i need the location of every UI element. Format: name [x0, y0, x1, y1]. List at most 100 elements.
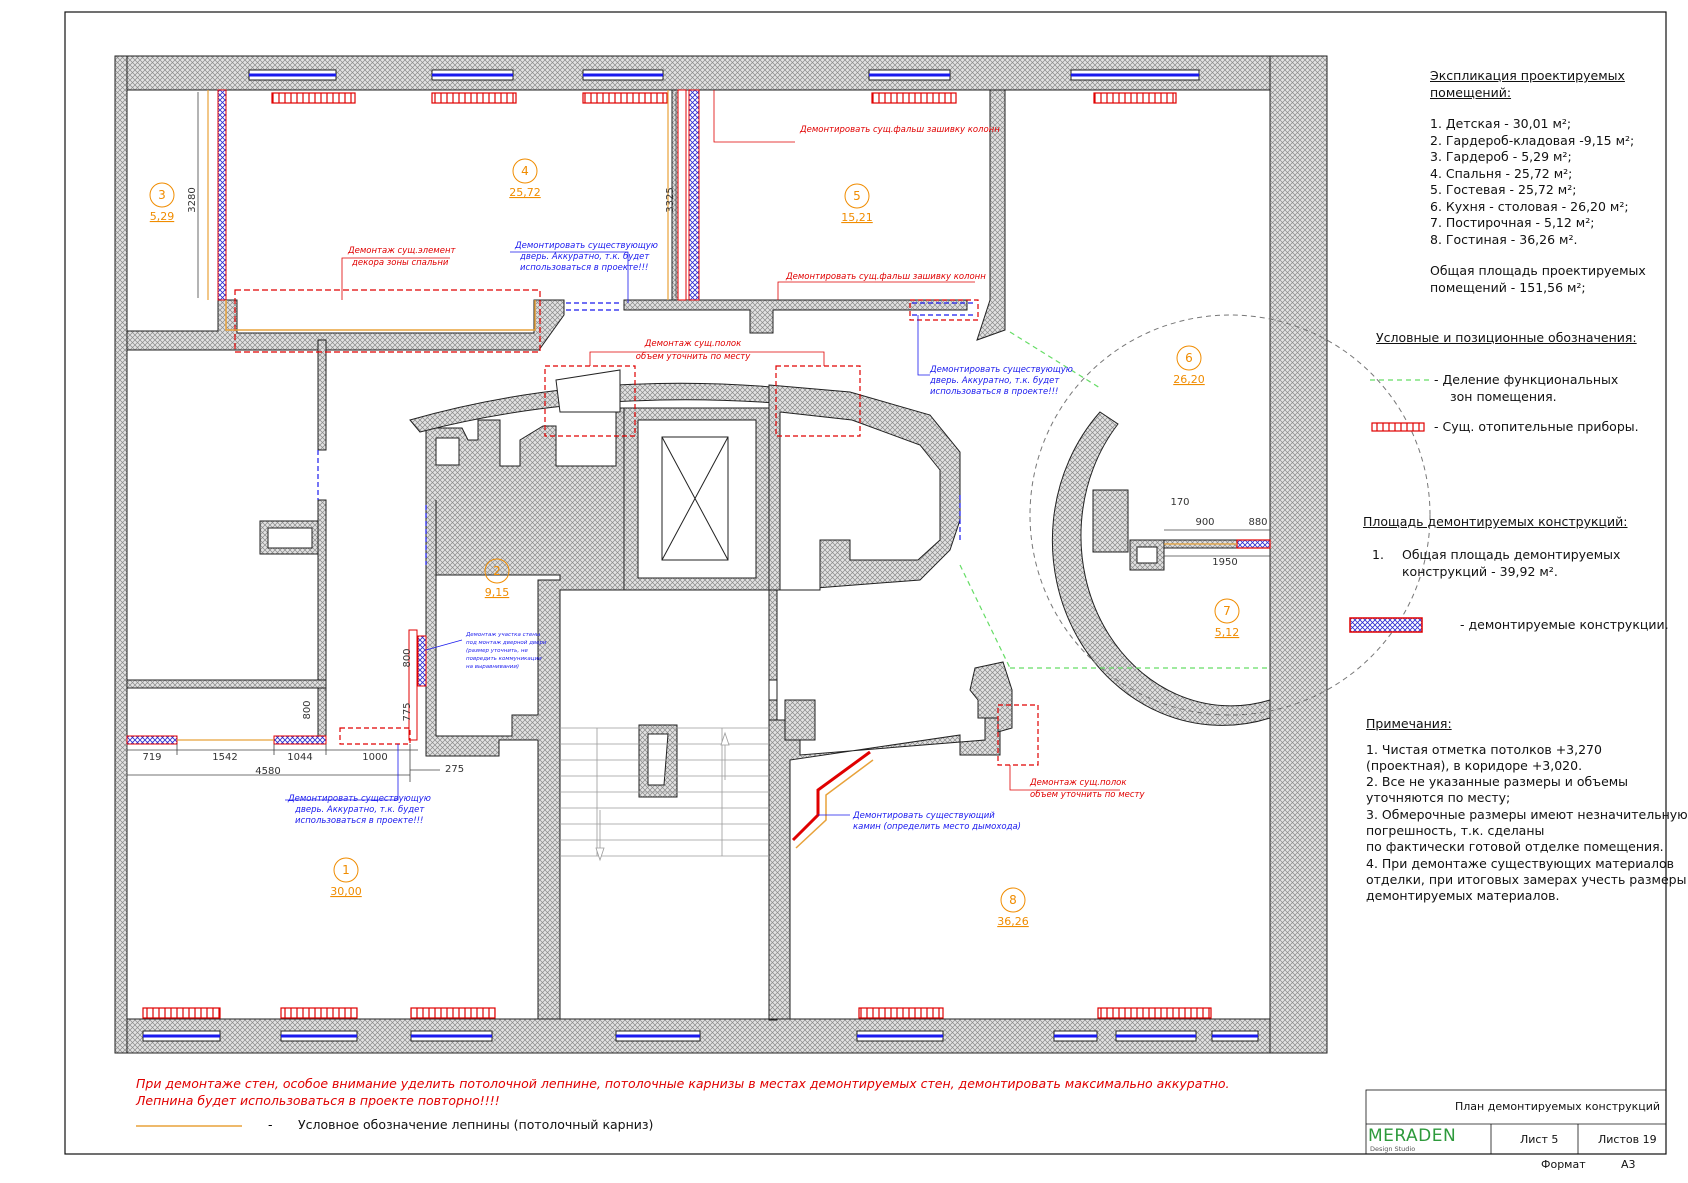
svg-text:3: 3: [158, 188, 166, 202]
svg-text:800: 800: [402, 648, 413, 667]
svg-text:дверь. Аккуратно, т.к. будет: дверь. Аккуратно, т.к. будет: [294, 805, 425, 815]
note-line: 2. Все не указанные размеры и объемы: [1366, 774, 1629, 790]
svg-text:4: 4: [521, 164, 529, 178]
heaters-line: - Сущ. отопительные приборы.: [1434, 419, 1639, 434]
room-tag-4: 425,72: [509, 158, 541, 199]
title-block-logo: MERADEN: [1368, 1126, 1457, 1146]
legend-samples: [136, 379, 1430, 1127]
svg-text:1542: 1542: [212, 752, 237, 763]
svg-text:2: 2: [493, 564, 501, 578]
title-block-sheet: Лист 5: [1520, 1133, 1559, 1146]
svg-text:25,72: 25,72: [509, 186, 541, 199]
svg-text:камин (определить место дымохо: камин (определить место дымохода): [853, 822, 1021, 832]
svg-text:170: 170: [1170, 497, 1189, 508]
sheet-frame: [64, 11, 1667, 1155]
svg-text:36,26: 36,26: [997, 915, 1029, 928]
svg-text:Демонтировать существующий: Демонтировать существующий: [852, 811, 995, 821]
annotations: Демонтировать сущ.фальш зашивку колонн Д…: [285, 90, 1145, 832]
notes: Примечания: 1. Чистая отметка потолков +…: [1366, 716, 1688, 904]
svg-text:декора зоны спальни: декора зоны спальни: [351, 258, 449, 268]
room-tag-3: 35,29: [149, 182, 175, 223]
svg-text:15,21: 15,21: [841, 211, 873, 224]
note-line: 3. Обмерочные размеры имеют незначительн…: [1366, 806, 1688, 822]
svg-text:5,12: 5,12: [1215, 626, 1240, 639]
zones-line-2: зон помещения.: [1450, 389, 1557, 404]
title-block-title: План демонтируемых конструкций: [1455, 1100, 1661, 1113]
title-block-logo-sub: Design Studio: [1370, 1145, 1416, 1153]
svg-text:30,00: 30,00: [330, 885, 362, 898]
note-line: (проектная), в коридоре +3,020.: [1366, 757, 1583, 773]
svg-text:4580: 4580: [255, 766, 280, 777]
notes-list: 1. Чистая отметка потолков +3,270 (проек…: [1366, 742, 1688, 905]
zone-division-lines: [959, 331, 1270, 669]
demolition-item-line-1: Общая площадь демонтируемых: [1402, 547, 1621, 562]
demolition-elements: [126, 89, 1237, 849]
room-line: 6. Кухня - столовая - 26,20 м²;: [1430, 198, 1629, 214]
title-block-format-label: Формат: [1541, 1158, 1586, 1171]
svg-text:6: 6: [1185, 351, 1193, 365]
svg-text:под монтаж дверной двери: под монтаж дверной двери: [466, 640, 547, 646]
svg-text:880: 880: [1248, 517, 1267, 528]
svg-text:дверь. Аккуратно, т.к. будет: дверь. Аккуратно, т.к. будет: [929, 376, 1060, 386]
svg-text:использоваться в проекте!!!: использоваться в проекте!!!: [295, 816, 423, 826]
svg-text:объем уточнить по месту: объем уточнить по месту: [636, 352, 751, 362]
svg-text:5,29: 5,29: [150, 210, 175, 223]
svg-text:7: 7: [1223, 604, 1231, 618]
svg-text:объем уточнить по месту: объем уточнить по месту: [1030, 790, 1145, 800]
symbols-title: Условные и позиционные обозначения:: [1376, 330, 1637, 345]
lepnina-legend-dash: -: [268, 1117, 273, 1132]
svg-text:Демонтировать сущ.фальш зашивк: Демонтировать сущ.фальш зашивку колонн: [785, 272, 986, 282]
room-tag-8: 836,26: [997, 887, 1029, 928]
dimensions: 3280 3325 719 1542 1044 1000 4580 275 80…: [126, 92, 1270, 782]
room-tag-7: 75,12: [1214, 598, 1240, 639]
title-block-format-value: А3: [1621, 1158, 1636, 1171]
svg-text:9,15: 9,15: [485, 586, 510, 599]
demolition-legend-text: - демонтируемые конструкции.: [1460, 617, 1669, 632]
svg-text:Демонтаж сущ.полок: Демонтаж сущ.полок: [644, 339, 742, 349]
room-line: 1. Детская - 30,01 м²;: [1430, 116, 1572, 131]
svg-text:Демонтаж участка стены: Демонтаж участка стены: [465, 632, 541, 638]
svg-text:3280: 3280: [187, 187, 198, 212]
title-block: [1365, 1089, 1667, 1155]
windows-bottom: [142, 1030, 1259, 1042]
svg-text:Демонтировать существующую: Демонтировать существующую: [514, 241, 658, 251]
explication-title-2: помещений:: [1430, 84, 1512, 100]
lepnina-legend-text: Условное обозначение лепнины (потолочный…: [298, 1117, 654, 1132]
note-line: по фактически готовой отделке помещения.: [1366, 839, 1664, 855]
explication-title-1: Экспликация проектируемых: [1430, 68, 1625, 83]
zones-line-1: - Деление функциональных: [1434, 372, 1619, 387]
radiators: [142, 92, 1212, 1019]
room-list: 1. Детская - 30,01 м²; 2. Гардероб-кладо…: [1430, 116, 1646, 248]
svg-text:1950: 1950: [1212, 557, 1237, 568]
svg-text:1: 1: [342, 863, 350, 877]
note-line: демонтируемых материалов.: [1366, 888, 1560, 904]
room-tag-1: 130,00: [330, 857, 362, 898]
svg-text:800: 800: [302, 700, 313, 719]
total-line-2: помещений - 151,56 м²;: [1430, 279, 1586, 295]
svg-text:дверь. Аккуратно, т.к. будет: дверь. Аккуратно, т.к. будет: [519, 252, 650, 262]
note-line: отделки, при итоговых замерах учесть раз…: [1366, 871, 1687, 887]
svg-text:на выравнивании): на выравнивании): [466, 664, 519, 670]
svg-text:8: 8: [1009, 893, 1017, 907]
room-tags: 35,29 425,72 515,21 626,20 29,15 75,12 1…: [149, 158, 1240, 928]
demolition-item-line-2: конструкций - 39,92 м².: [1402, 564, 1558, 579]
svg-text:использоваться в проекте!!!: использоваться в проекте!!!: [520, 263, 648, 273]
room-line: 8. Гостиная - 36,26 м².: [1430, 231, 1578, 247]
svg-text:Демонтаж сущ.полок: Демонтаж сущ.полок: [1029, 778, 1127, 788]
interior-walls: [126, 89, 1013, 1021]
svg-text:Демонтировать сущ.фальш зашивк: Демонтировать сущ.фальш зашивку колонн: [799, 125, 1000, 135]
note-line: 4. При демонтаже существующих материалов: [1366, 855, 1675, 871]
demolition-item-num: 1.: [1372, 547, 1384, 562]
lepnina-warning: При демонтаже стен, особое внимание удел…: [136, 1076, 1230, 1108]
svg-text:использоваться в проекте!!!: использоваться в проекте!!!: [930, 387, 1058, 397]
room-line: 4. Спальня - 25,72 м²;: [1430, 165, 1573, 181]
room-tag-6: 626,20: [1173, 345, 1205, 386]
demolition-area-title: Площадь демонтируемых конструкций:: [1363, 514, 1628, 529]
svg-text:1044: 1044: [287, 752, 312, 763]
svg-text:Демонтировать существующую: Демонтировать существующую: [929, 365, 1073, 375]
svg-text:3325: 3325: [665, 187, 676, 212]
notes-title: Примечания:: [1366, 716, 1452, 731]
windows-top: [248, 69, 1200, 81]
room-tag-2: 29,15: [484, 558, 510, 599]
